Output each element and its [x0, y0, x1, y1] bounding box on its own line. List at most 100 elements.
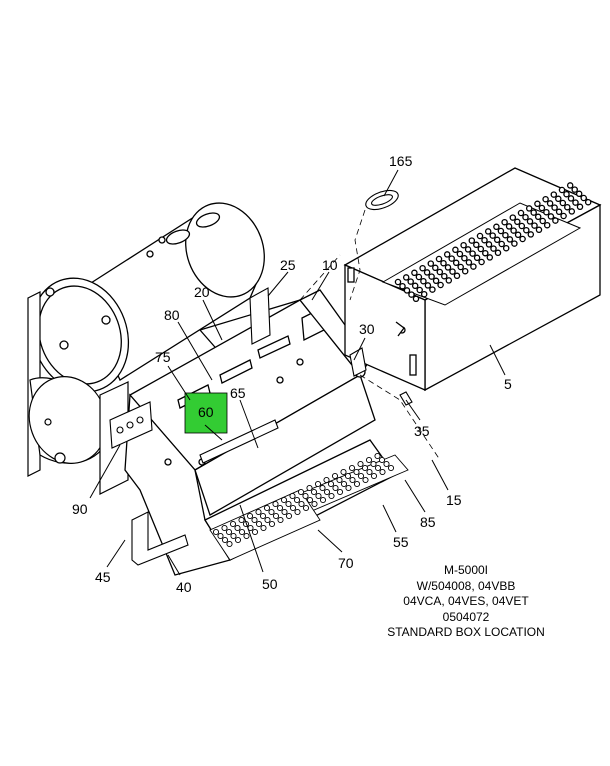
- callout-65[interactable]: 65: [230, 385, 246, 401]
- grate-hole: [229, 520, 237, 528]
- callout-40[interactable]: 40: [176, 579, 192, 595]
- grate-hole: [571, 186, 578, 193]
- callout-30[interactable]: 30: [359, 321, 375, 337]
- grate-hole: [255, 520, 263, 528]
- grate-hole: [432, 277, 440, 285]
- grate-hole: [353, 480, 361, 488]
- grate-hole: [531, 222, 538, 229]
- bracket-45: [131, 511, 189, 566]
- grate-hole: [564, 203, 571, 211]
- grate-hole: [331, 472, 339, 480]
- grate-hole: [523, 226, 530, 234]
- grate-hole: [502, 231, 509, 239]
- grate-hole: [348, 464, 356, 472]
- grate-hole: [432, 264, 439, 272]
- grate-hole: [464, 246, 472, 253]
- grate-hole: [542, 195, 549, 203]
- grate-hole: [568, 208, 576, 215]
- grate-hole: [259, 512, 267, 520]
- grate-hole: [327, 480, 335, 488]
- battery-box-cover: [343, 167, 602, 392]
- callout-90[interactable]: 90: [72, 501, 88, 517]
- bolt-35: [399, 391, 413, 406]
- grate-hole: [212, 528, 220, 536]
- grate-hole: [281, 508, 288, 516]
- grate-hole: [238, 528, 246, 536]
- grate-hole: [555, 195, 562, 203]
- grate-hole: [427, 260, 435, 267]
- alignment-lines: [299, 209, 441, 461]
- callout-85[interactable]: 85: [420, 514, 436, 530]
- grate-hole: [514, 231, 522, 239]
- grate-hole: [293, 496, 301, 504]
- grate-hole: [399, 282, 406, 290]
- callout-55[interactable]: 55: [393, 534, 409, 550]
- grate-hole: [493, 236, 501, 244]
- grate-hole: [419, 264, 426, 272]
- caption-part-number: 0504072: [442, 609, 490, 624]
- grate-hole: [234, 524, 241, 532]
- grate-hole: [456, 250, 464, 258]
- grate-hole: [428, 273, 435, 280]
- callout-70[interactable]: 70: [338, 555, 354, 571]
- grate-hole: [411, 282, 419, 290]
- callout-165[interactable]: 165: [389, 153, 413, 169]
- grate-hole: [416, 286, 423, 294]
- callout-50[interactable]: 50: [262, 576, 278, 592]
- grate-hole: [387, 464, 395, 472]
- grate-hole: [420, 277, 427, 285]
- grate-hole: [402, 274, 410, 281]
- grate-hole: [552, 217, 559, 224]
- callout-20[interactable]: 20: [194, 284, 210, 300]
- grate-hole: [280, 496, 288, 504]
- grate-hole: [403, 287, 411, 294]
- grate-hole: [289, 492, 296, 500]
- air-tank: [30, 202, 265, 393]
- grate-hole: [302, 492, 309, 500]
- grate-hole: [264, 516, 271, 524]
- grate-hole: [477, 245, 485, 253]
- grate-hole: [473, 254, 481, 262]
- clamp-30: [349, 347, 367, 377]
- grate-hole: [230, 532, 237, 540]
- grate-hole: [468, 237, 476, 244]
- grate-hole: [551, 204, 558, 211]
- callout-25[interactable]: 25: [280, 257, 296, 273]
- grate-hole: [494, 249, 502, 257]
- grate-hole: [319, 496, 327, 504]
- grate-hole: [535, 226, 543, 234]
- grate-hole: [328, 492, 335, 500]
- grate-hole: [297, 488, 305, 496]
- grate-hole: [268, 508, 275, 516]
- grate-hole: [517, 209, 525, 217]
- callout-45[interactable]: 45: [95, 569, 111, 585]
- grate-hole: [476, 232, 484, 240]
- grate-hole: [277, 516, 284, 524]
- callout-10[interactable]: 10: [322, 257, 338, 273]
- callout-60[interactable]: 60: [198, 404, 214, 420]
- grate-hole: [502, 244, 510, 252]
- grate-hole: [344, 472, 352, 480]
- grate-hole: [306, 484, 313, 492]
- grate-hole: [294, 508, 301, 516]
- callout-15[interactable]: 15: [446, 492, 462, 508]
- grate-hole: [490, 245, 497, 252]
- callout-75[interactable]: 75: [155, 349, 171, 365]
- grate-hole: [361, 464, 369, 472]
- grate-hole: [225, 528, 233, 536]
- grate-hole: [349, 476, 356, 484]
- grate-hole: [473, 241, 480, 249]
- grate-hole: [243, 532, 250, 540]
- grate-hole: [519, 235, 526, 243]
- callout-5[interactable]: 5: [504, 376, 512, 392]
- grate-hole: [378, 456, 386, 464]
- grate-hole: [272, 500, 279, 508]
- callout-80[interactable]: 80: [164, 307, 180, 323]
- bracket-25: [249, 287, 271, 345]
- callout-35[interactable]: 35: [414, 423, 430, 439]
- grate-hole: [538, 204, 546, 212]
- grate-hole: [530, 209, 537, 216]
- grate-hole: [353, 468, 360, 476]
